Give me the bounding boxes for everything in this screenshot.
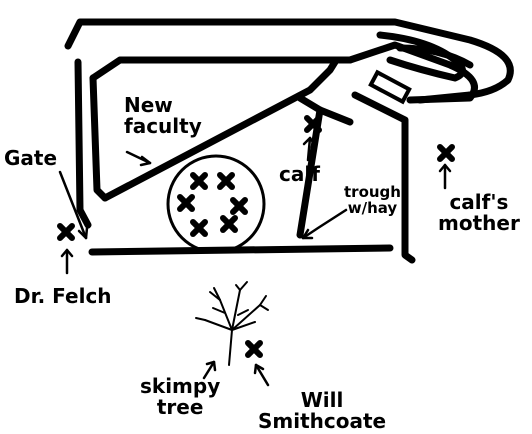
will-smithcoate-label-line-1: Will xyxy=(300,388,344,412)
dr-felch-x-mark xyxy=(57,223,75,241)
trough-label-line-1: trough xyxy=(344,183,401,201)
barn-stall-head-inner xyxy=(396,44,474,69)
barn-outer-wall xyxy=(64,18,514,99)
new-faculty-x-4 xyxy=(230,197,248,215)
calfs-mother-label-line-1: calf's xyxy=(449,190,509,214)
new-faculty-x-1 xyxy=(190,172,208,190)
will-smithcoate-label-line-2: Smithcoate xyxy=(258,409,387,433)
new-faculty-label-line-2: faculty xyxy=(124,114,202,138)
new-faculty-label: New faculty xyxy=(124,95,202,137)
new-faculty-x-5 xyxy=(190,219,208,237)
skimpy-tree-label-line-1: skimpy xyxy=(140,374,221,398)
calfs-mother-x-mark xyxy=(437,144,455,162)
new-faculty-pen-diagonal-fence xyxy=(101,58,339,202)
skimpy-tree-label: skimpy tree xyxy=(140,376,220,418)
trough-rect xyxy=(368,69,412,105)
new-faculty-label-line-1: New xyxy=(124,93,173,117)
will-smithcoate-label: Will Smithcoate xyxy=(258,390,386,432)
will-smithcoate-arrow xyxy=(254,363,270,387)
new-faculty-x-2 xyxy=(217,172,235,190)
gate-arrow xyxy=(58,170,88,240)
barn-wall-far-right xyxy=(416,91,474,104)
barn-wall-inner-ridge xyxy=(346,41,478,104)
dr-felch-label: Dr. Felch xyxy=(14,284,112,308)
calf-arrow xyxy=(306,136,312,162)
barn-bottom-wall xyxy=(88,244,394,256)
trough-label-line-2: w/hay xyxy=(347,198,398,217)
calfs-mother-label: calf's mother xyxy=(438,192,520,234)
calf-x-mark xyxy=(304,115,322,133)
skimpy-tree-arrow xyxy=(202,360,216,380)
new-faculty-pen-left-wall xyxy=(89,74,109,202)
barn-wall-top-upper xyxy=(89,56,354,82)
trough-arrow xyxy=(301,208,348,240)
barn-wall-top-left xyxy=(74,58,92,229)
new-faculty-x-6 xyxy=(220,215,238,233)
trough-label: trough w/hay xyxy=(344,183,401,217)
skimpy-tree-drawing xyxy=(195,281,269,366)
mother-pen-wall xyxy=(351,91,416,264)
calf-label: calf xyxy=(279,162,320,186)
skimpy-tree-label-line-2: tree xyxy=(156,395,204,419)
will-smithcoate-x-mark xyxy=(245,340,263,358)
new-faculty-circle xyxy=(166,154,266,254)
gate-label: Gate xyxy=(4,146,58,170)
barn-stall-head xyxy=(376,31,466,82)
calfs-mother-label-line-2: mother xyxy=(438,211,520,235)
new-faculty-x-3 xyxy=(177,194,195,212)
calf-pen-right-wall xyxy=(316,106,354,126)
